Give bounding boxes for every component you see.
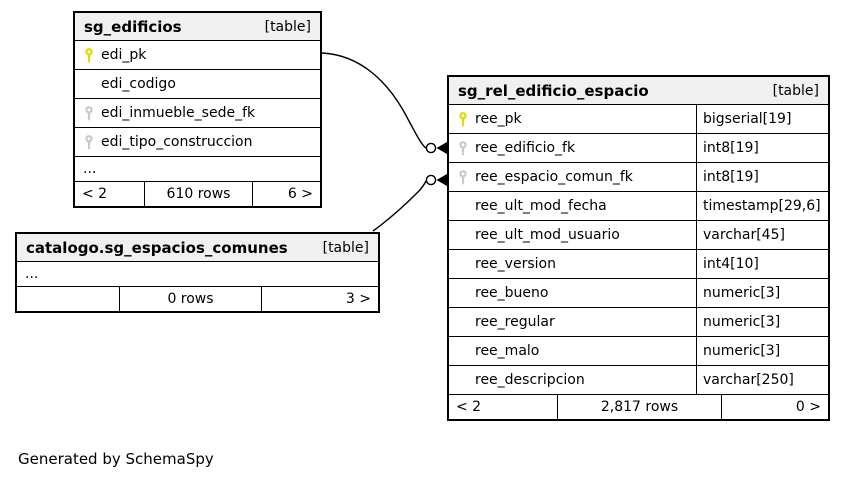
column-type: varchar[45] <box>703 227 785 243</box>
column-row: ree_regular numeric[3] <box>449 308 828 337</box>
column-row: ree_malo numeric[3] <box>449 337 828 366</box>
column-row: ree_edificio_fk int8[19] <box>449 134 828 163</box>
table-node-catalogo-sg-espacios-comunes[interactable]: catalogo.sg_espacios_comunes [table] ...… <box>15 232 380 313</box>
column-type: int8[19] <box>703 140 759 156</box>
table-header[interactable]: sg_edificios [table] <box>75 13 320 41</box>
column-row: edi_inmueble_sede_fk <box>75 99 320 128</box>
generated-by-note: Generated by SchemaSpy <box>18 450 214 468</box>
column-name: ree_espacio_comun_fk <box>475 169 633 185</box>
hidden-columns-ellipsis: ... <box>75 157 320 182</box>
table-type-badge: [table] <box>264 18 311 35</box>
table-title: catalogo.sg_espacios_comunes <box>26 238 288 257</box>
column-row: ree_ult_mod_fecha timestamp[29,6] <box>449 192 828 221</box>
outgoing-fk-count: 6 > <box>287 186 313 202</box>
cardinality-circle-edificio-icon <box>425 142 437 154</box>
column-name: ree_ult_mod_usuario <box>475 227 620 243</box>
incoming-fk-count: < 2 <box>449 395 558 419</box>
table-header[interactable]: sg_rel_edificio_espacio [table] <box>449 77 828 105</box>
table-footer: < 2 2,817 rows 0 > <box>449 395 828 419</box>
arrowhead-espacio-icon <box>436 174 447 186</box>
column-name: ree_malo <box>475 343 540 359</box>
foreign-key-icon <box>457 140 468 156</box>
column-name: ree_descripcion <box>475 372 585 388</box>
column-name: ree_version <box>475 256 556 272</box>
row-count: 610 rows <box>145 182 253 206</box>
column-row: ree_ult_mod_usuario varchar[45] <box>449 221 828 250</box>
column-row: ree_descripcion varchar[250] <box>449 366 828 395</box>
column-type: bigserial[19] <box>703 111 792 127</box>
column-row: ree_bueno numeric[3] <box>449 279 828 308</box>
column-row: ree_version int4[10] <box>449 250 828 279</box>
foreign-key-icon <box>83 134 94 150</box>
column-name: edi_tipo_construccion <box>101 134 253 150</box>
column-name: edi_pk <box>101 47 147 63</box>
column-type: numeric[3] <box>703 285 781 301</box>
foreign-key-icon <box>457 169 468 185</box>
cardinality-circle-espacio-icon <box>425 174 437 186</box>
table-node-sg-edificios[interactable]: sg_edificios [table] edi_pk edi_codigo <box>73 11 322 208</box>
column-type: int4[10] <box>703 256 759 272</box>
column-name: ree_bueno <box>475 285 549 301</box>
table-title: sg_rel_edificio_espacio <box>458 81 649 100</box>
relationship-line-edificio <box>321 52 427 149</box>
table-node-sg-rel-edificio-espacio[interactable]: sg_rel_edificio_espacio [table] ree_pk b… <box>447 75 830 421</box>
column-name: ree_ult_mod_fecha <box>475 198 607 214</box>
column-row: edi_codigo <box>75 70 320 99</box>
column-name: edi_inmueble_sede_fk <box>101 105 256 121</box>
outgoing-fk-count: 3 > <box>345 291 371 307</box>
arrowhead-edificio-icon <box>436 142 447 154</box>
row-count: 2,817 rows <box>558 395 722 419</box>
column-type: numeric[3] <box>703 343 781 359</box>
column-row: ree_espacio_comun_fk int8[19] <box>449 163 828 192</box>
table-title: sg_edificios <box>84 17 182 36</box>
column-type: numeric[3] <box>703 314 781 330</box>
table-header[interactable]: catalogo.sg_espacios_comunes [table] <box>17 234 378 262</box>
hidden-columns-ellipsis: ... <box>17 262 378 287</box>
row-count: 0 rows <box>120 287 262 311</box>
column-row: ree_pk bigserial[19] <box>449 105 828 134</box>
column-type: int8[19] <box>703 169 759 185</box>
table-footer: 0 rows 3 > <box>17 287 378 311</box>
column-name: ree_regular <box>475 314 555 330</box>
foreign-key-icon <box>83 105 94 121</box>
column-type: varchar[250] <box>703 372 794 388</box>
column-row: edi_tipo_construccion <box>75 128 320 157</box>
column-type: timestamp[29,6] <box>703 198 821 214</box>
table-type-badge: [table] <box>772 82 819 99</box>
column-row: edi_pk <box>75 41 320 70</box>
column-name: ree_pk <box>475 111 522 127</box>
table-footer: < 2 610 rows 6 > <box>75 182 320 206</box>
primary-key-icon <box>457 111 468 127</box>
column-name: ree_edificio_fk <box>475 140 576 156</box>
relationship-line-espacio <box>372 180 427 232</box>
incoming-fk-count <box>17 287 120 311</box>
incoming-fk-count: < 2 <box>75 182 145 206</box>
column-name: edi_codigo <box>101 76 176 92</box>
primary-key-icon <box>83 47 94 63</box>
outgoing-fk-count: 0 > <box>795 399 821 415</box>
table-type-badge: [table] <box>322 239 369 256</box>
